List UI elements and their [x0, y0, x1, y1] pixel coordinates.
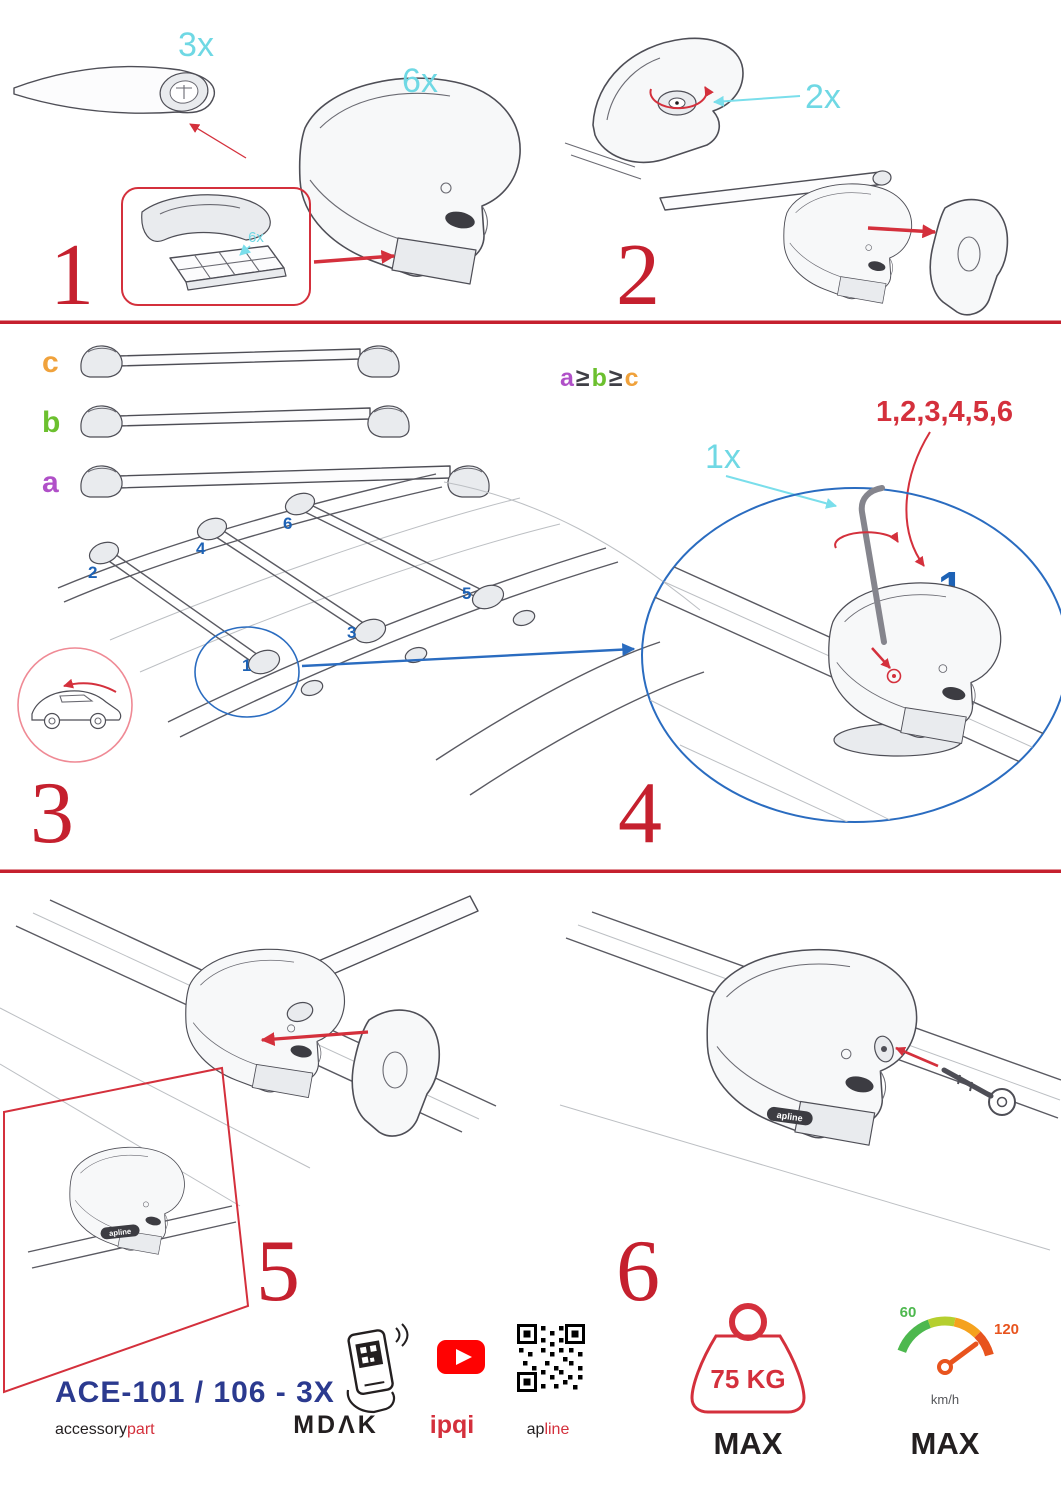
allen-key-drawing: [834, 485, 902, 684]
position-label-4: 4: [196, 539, 206, 558]
crossbar-a-drawing: [80, 465, 490, 498]
key-rotation-arrow: [834, 531, 899, 549]
crossbar-profile-drawing: [13, 65, 216, 114]
car-direction-arrow: [63, 678, 117, 693]
insert-direction-arrow: [260, 1030, 369, 1047]
step-2-number: 2: [616, 227, 660, 324]
brand-mdak-label: MDΛK: [293, 1411, 379, 1439]
sequence-to-first-arrow: [905, 431, 931, 567]
position-label-2: 2: [88, 563, 97, 582]
foot-lock-drawing: [564, 37, 744, 180]
step-6-number: 6: [616, 1223, 660, 1320]
step-3-number: 3: [30, 765, 74, 862]
pad-drawing: [141, 194, 287, 291]
cover-qty-label: 2x: [805, 78, 841, 116]
crossbar-c-drawing: [80, 345, 400, 378]
crossbar-b-drawing: [80, 405, 410, 438]
cover-insert-drawing: [351, 1009, 441, 1137]
step-6: 6: [559, 911, 1061, 1320]
speed-low-label: 60: [900, 1304, 917, 1321]
bar-qty-label: 3x: [178, 26, 214, 64]
cover-drawing: [929, 198, 1009, 316]
step-1: 3x 6x 6x 1: [13, 26, 521, 324]
panel-foot-drawing: [27, 1146, 237, 1269]
tightening-sequence-label: 1,2,3,4,5,6: [876, 396, 1013, 428]
step-4: a≥b≥c 1,2,3,4,5,6 1 1x 4: [560, 364, 1061, 862]
model-label: ACE-101 / 106 - 3X: [55, 1376, 335, 1409]
pad-detail-box: 6x: [121, 187, 311, 306]
step-1-number: 1: [50, 227, 94, 324]
bar-c-label: c: [42, 346, 59, 379]
foot-detail-drawing: [828, 582, 1002, 745]
speed-limit-icon: 60 120 km/h: [897, 1304, 1019, 1407]
step-5: 5: [0, 895, 497, 1394]
brand-accessorypart-label: accessorypart: [55, 1421, 155, 1438]
crossbar-pointer-arrow: [189, 123, 247, 159]
youtube-icon: [437, 1340, 485, 1374]
brand-apline-label: apline: [527, 1421, 570, 1438]
weight-value-label: 75 KG: [710, 1364, 785, 1394]
mounted-detail-panel: [3, 1066, 250, 1394]
position-label-6: 6: [283, 514, 292, 533]
zoom-link-arrow: [301, 643, 636, 668]
tool-qty-arrow: [725, 475, 838, 509]
bar-b-label: b: [42, 406, 60, 439]
zoom-circle: [641, 487, 1061, 823]
pad-qty-arrow: [239, 244, 252, 256]
foot-drawing: [298, 77, 521, 285]
foot-1-highlight-circle: [194, 626, 300, 718]
mounted-foot-drawing: [185, 948, 346, 1099]
position-label-5: 5: [462, 584, 471, 603]
section-divider-1: [0, 320, 1061, 324]
weight-max-label: MAX: [714, 1426, 783, 1461]
step-4-number: 4: [618, 765, 662, 862]
cover-qty-arrow: [712, 95, 801, 107]
footer: ACE-101 / 106 - 3X accessorypart MDΛK ip…: [55, 1303, 1019, 1461]
key-icon: [941, 1067, 1016, 1116]
position-label-1: 1: [242, 656, 251, 675]
speed-high-label: 120: [994, 1321, 1019, 1338]
car-inset: [17, 647, 133, 763]
scan-phone-icon: [346, 1323, 409, 1414]
brand-ipqi-label: ipqi: [430, 1411, 474, 1439]
weight-limit-icon: 75 KG: [690, 1303, 806, 1414]
step-5-number: 5: [256, 1223, 300, 1320]
tool-qty-label: 1x: [705, 438, 741, 476]
key-insert-arrow: [895, 1046, 939, 1068]
detail-to-foot-arrow: [313, 249, 396, 264]
bolt-pointer-arrow: [871, 647, 891, 669]
speed-max-label: MAX: [911, 1426, 980, 1461]
speed-unit-label: km/h: [931, 1392, 959, 1407]
bar-a-label: a: [42, 466, 59, 499]
pad-qty-label: 6x: [248, 229, 264, 246]
qr-code-icon: [517, 1324, 585, 1392]
bar-foot-assembly-drawing: [659, 170, 913, 304]
cover-attach-arrow: [867, 224, 937, 239]
step-2: 2x 2: [564, 37, 1009, 324]
foot-qty-label: 6x: [402, 62, 438, 100]
position-label-3: 3: [347, 623, 356, 642]
lock-rotation-arrow: [649, 86, 714, 110]
section-divider-2: [0, 869, 1061, 873]
step-3: c b a: [17, 345, 705, 862]
play-icon: [456, 1349, 472, 1365]
size-order-label: a≥b≥c: [560, 364, 639, 392]
roof-overview-drawing: 2 4 6 1 3 5: [57, 473, 705, 796]
